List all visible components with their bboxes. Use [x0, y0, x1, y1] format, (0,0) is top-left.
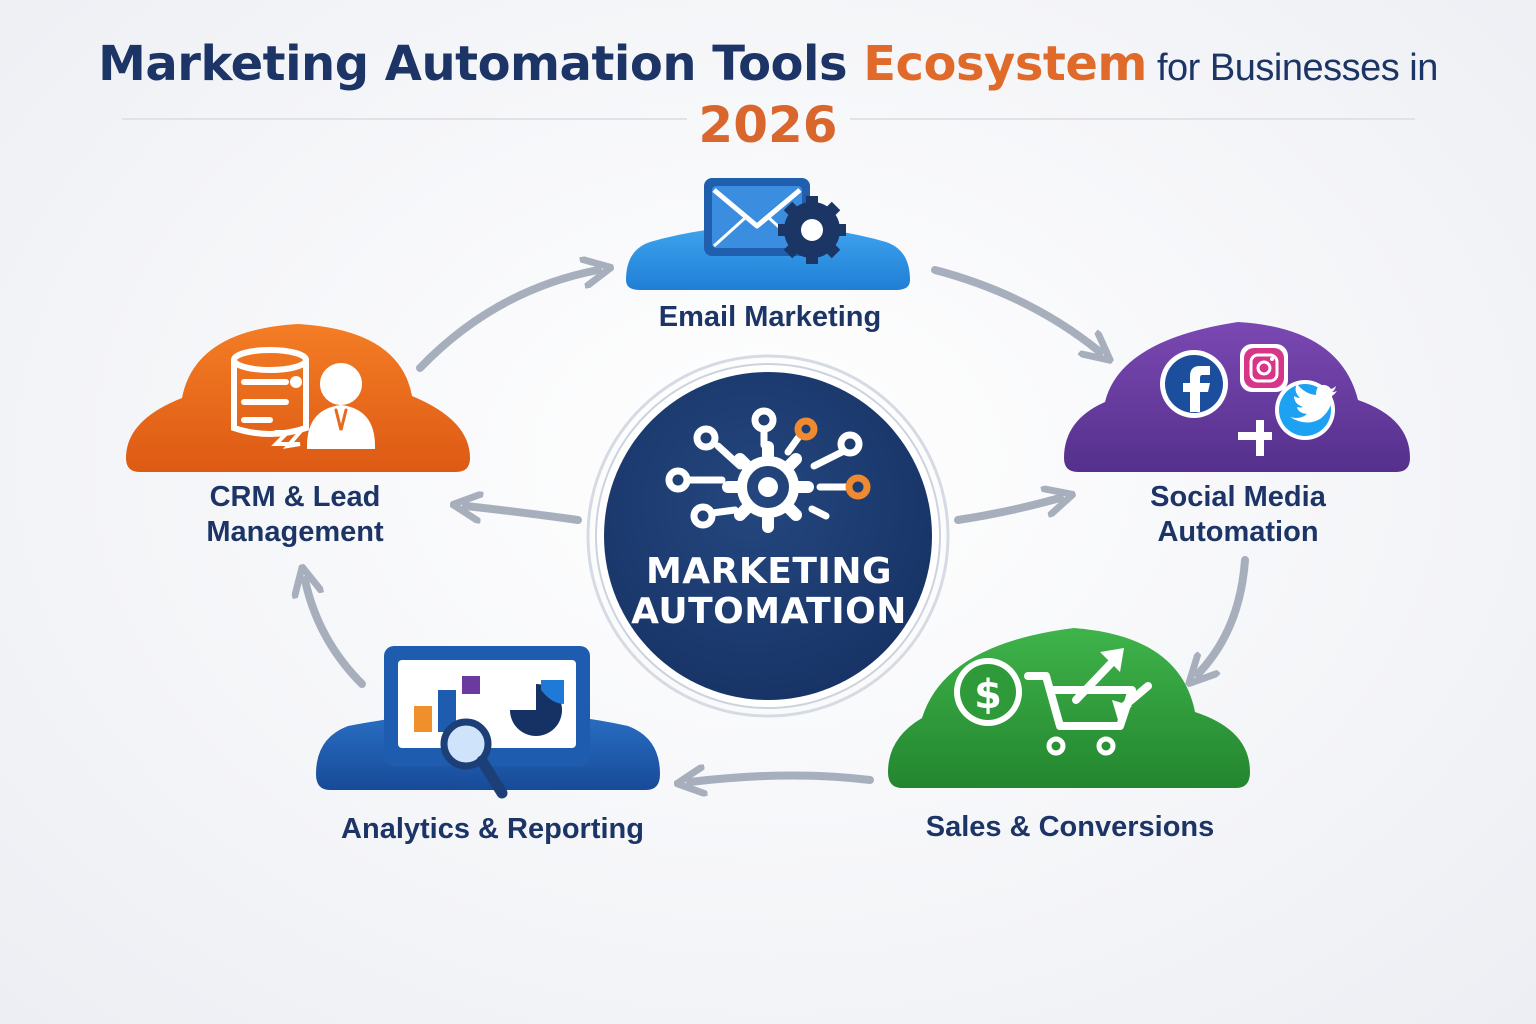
- title-year: 2026: [698, 96, 838, 154]
- label-email-marketing: Email Marketing: [658, 301, 882, 333]
- dollar-cart-icon: $: [954, 648, 1152, 756]
- arrow-analytics-to-crm: [305, 580, 366, 688]
- node-crm: [126, 324, 470, 472]
- svg-text:$: $: [974, 672, 1002, 718]
- social-dome: [1064, 322, 1410, 472]
- flow-arrows: [305, 266, 1249, 782]
- hub-label-line-2: AUTOMATION: [631, 591, 907, 632]
- label-crm-line-1: CRM & Lead: [209, 481, 381, 513]
- label-sales-conversions: Sales & Conversions: [925, 811, 1215, 843]
- node-social: [1064, 322, 1410, 472]
- label-crm-lead-management: CRM & Lead Management: [150, 480, 440, 550]
- node-analytics: [316, 646, 660, 799]
- crm-dome: [126, 324, 470, 472]
- title-rule-left: [122, 118, 687, 120]
- label-social-line-2: Automation: [1157, 516, 1319, 548]
- title-part-1: Marketing Automation Tools: [98, 36, 864, 92]
- database-person-icon: [231, 347, 376, 449]
- social-media-icon: [1160, 344, 1337, 456]
- page-title: Marketing Automation Tools Ecosystem for…: [0, 36, 1536, 92]
- sales-dome: [888, 628, 1250, 788]
- arrow-sales-to-analytics: [690, 775, 874, 782]
- arrow-hub-to-crm: [466, 506, 582, 524]
- title-rule-right: [850, 118, 1415, 120]
- arrow-email-to-social: [931, 266, 1100, 352]
- gear-network-icon: [665, 407, 871, 533]
- node-email: [626, 178, 910, 290]
- email-gear-icon: [704, 178, 846, 264]
- arrow-crm-to-email: [416, 270, 598, 372]
- arrow-hub-to-social: [954, 498, 1060, 524]
- label-social-media-automation: Social Media Automation: [1088, 480, 1388, 550]
- arrow-social-to-sales: [1198, 556, 1249, 674]
- dashboard-magnifier-icon: [384, 646, 590, 799]
- email-dome: [626, 226, 910, 290]
- label-social-line-1: Social Media: [1150, 481, 1326, 513]
- title-part-3: for Businesses in: [1146, 47, 1438, 89]
- title-accent: Ecosystem: [863, 36, 1147, 92]
- label-analytics-reporting: Analytics & Reporting: [341, 813, 644, 845]
- node-sales: $: [888, 628, 1250, 788]
- label-crm-line-2: Management: [206, 516, 384, 548]
- hub: [586, 354, 950, 718]
- hub-label-line-1: MARKETING: [645, 551, 893, 592]
